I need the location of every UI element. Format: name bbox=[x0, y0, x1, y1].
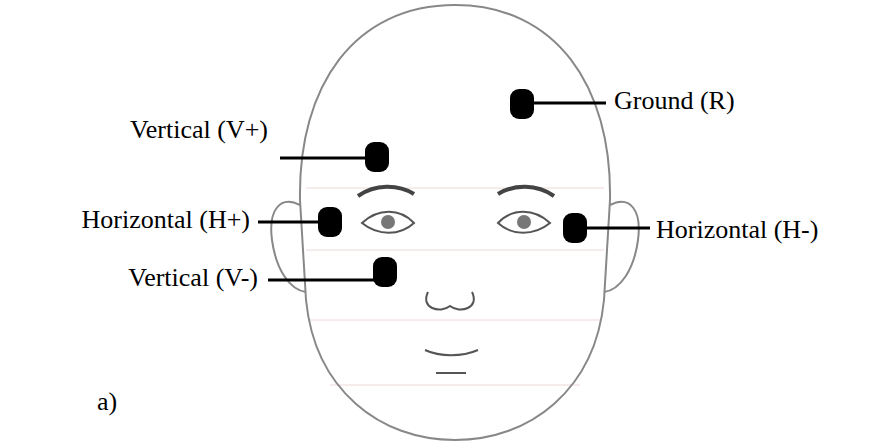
panel-label: a) bbox=[97, 387, 117, 417]
electrodes bbox=[318, 89, 587, 287]
electrode bbox=[318, 207, 342, 237]
head-outline bbox=[300, 5, 610, 440]
left-iris bbox=[381, 215, 395, 229]
electrode-label: Vertical (V-) bbox=[128, 263, 258, 293]
left-eye bbox=[362, 212, 414, 233]
chin-line bbox=[436, 372, 466, 374]
electrode bbox=[563, 213, 587, 243]
electrode-label: Vertical (V+) bbox=[130, 115, 268, 145]
leader-lines bbox=[258, 103, 650, 280]
electrode bbox=[373, 257, 397, 287]
right-eye bbox=[498, 212, 550, 233]
nose bbox=[426, 292, 474, 310]
left-ear bbox=[271, 202, 306, 292]
right-ear bbox=[604, 202, 639, 292]
electrode-label: Horizontal (H-) bbox=[656, 215, 818, 245]
electrode bbox=[510, 89, 534, 119]
electrode-label: Horizontal (H+) bbox=[82, 205, 250, 235]
electrode-label: Ground (R) bbox=[614, 86, 735, 116]
mouth bbox=[425, 350, 478, 355]
electrode bbox=[365, 142, 389, 172]
left-eyebrow bbox=[358, 187, 414, 196]
right-iris bbox=[517, 215, 531, 229]
guide-lines bbox=[306, 188, 604, 385]
right-eyebrow bbox=[498, 187, 554, 196]
